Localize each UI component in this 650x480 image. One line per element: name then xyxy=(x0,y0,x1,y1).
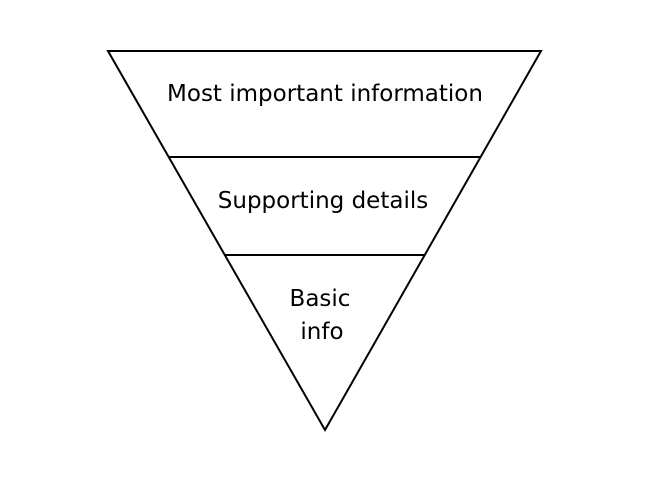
level-3-label-line-1: Basic xyxy=(290,286,351,312)
level-1-label: Most important information xyxy=(167,81,483,107)
level-2-label: Supporting details xyxy=(218,188,428,214)
level-3-label-line-2: info xyxy=(300,319,343,345)
pyramid-outline xyxy=(106,50,543,433)
